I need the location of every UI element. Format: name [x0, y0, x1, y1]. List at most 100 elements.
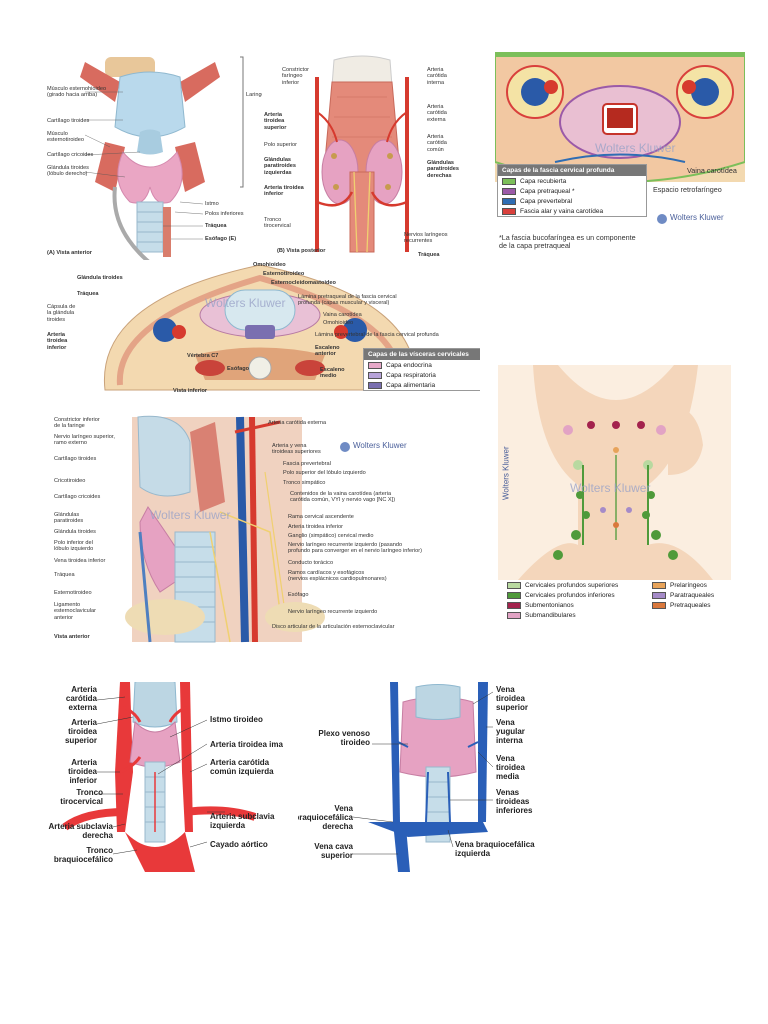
legend-item-label: Cervicales profundos superiores: [525, 581, 619, 589]
label-cricoides-cartilage: Cartílago cricoides: [47, 152, 94, 158]
label-inferior-thyroid-artery: Arteria tiroidea inferior: [264, 185, 304, 198]
legend-item-label: Capa prevertebral: [520, 197, 573, 205]
legend-lymph-node-groups: Cervicales profundos superiores Cervical…: [503, 580, 728, 620]
cervical-fascia-cross-section: [495, 52, 745, 182]
legend-title: Capas de la fascia cervical profunda: [498, 165, 646, 176]
legend-item: Fascia alar y vaina carotídea: [498, 206, 646, 216]
label-capsule: Cápsula de la glándula tiroides: [47, 304, 76, 323]
legend-swatch: [502, 177, 516, 185]
label-esternohioideo-muscle: Músculo esternohioideo (girado hacia arr…: [47, 86, 107, 99]
label-pretracheal-lamina: Lámina pretraqueal de la fascia cervical…: [298, 294, 397, 307]
right-label-14: Nervio laríngeo recurrente izquierdo: [288, 609, 378, 615]
label-thyroid-gland-right-lobe: Glándula tiroides (lóbulo derecho): [47, 165, 89, 178]
view-label-a: (A) Vista anterior: [47, 250, 92, 256]
legend-item-label: Capa alimentaria: [386, 381, 436, 389]
legend-item-label: Fascia alar y vaina carotídea: [520, 207, 604, 215]
label-superior-thyroid-vein: Vena tiroidea superior: [496, 685, 529, 712]
right-label-1: Arteria carótida externa: [268, 420, 327, 426]
legend-fascia-layers: Capas de la fascia cervical profunda Cap…: [497, 164, 647, 217]
watermark-text: Wolters Kluwer: [150, 508, 231, 522]
label-retropharyngeal-space: Espacio retrofaríngeo: [653, 185, 722, 194]
label-constrictor: Constrictor faríngeo inferior: [282, 67, 310, 86]
publisher-logo-text: Wolters Kluwer: [353, 441, 407, 450]
thyroid-posterior-illustration: [315, 55, 409, 253]
label-right-brachiocephalic-vein: Vena braquiocefálica derecha: [298, 804, 353, 831]
left-label-7: Glándula tiroides: [54, 529, 96, 535]
label-inferior-thyroid-veins: Venas tiroideas inferiores: [496, 788, 533, 815]
right-label-10: Nervio laríngeo recurrente izquierdo (pa…: [288, 542, 423, 555]
right-label-4: Polo superior del lóbulo izquierdo: [283, 470, 366, 476]
label-thyroid-isthmus: Istmo tiroideo: [210, 715, 263, 724]
label-inferior-thyroid-artery-b: Arteria tiroidea inferior: [47, 332, 68, 351]
cervical-lymph-nodes-illustration: [498, 365, 731, 580]
label-vertebra: Vértebra C7: [187, 353, 219, 359]
legend-swatch: [507, 601, 521, 609]
label-thyroid-venous-plexus: Plexo venoso tiroideo: [318, 729, 370, 747]
label-carotid-sheath-b: Vaina carotídea: [323, 312, 362, 318]
label-isthmus: Istmo: [205, 201, 219, 207]
right-label-2: Arteria y vena tiroideas superiores: [272, 443, 321, 456]
left-label-4: Cricotiroideo: [54, 478, 86, 484]
legend-item: Capa recubierta: [498, 176, 646, 186]
label-prevertebral-lamina: Lámina prevertebral de la fascia cervica…: [315, 332, 439, 338]
label-carotid-sheath: Vaina carotídea: [687, 166, 737, 175]
label-superior-thyroid-artery: Arteria tiroidea superior: [264, 112, 287, 131]
legend-swatch: [507, 581, 521, 589]
publisher-logo-text: Wolters Kluwer: [501, 446, 511, 501]
label-trachea: Tráquea: [205, 223, 227, 229]
right-label-9: Ganglio (simpático) cervical medio: [288, 533, 374, 539]
panel-deep-cervical-fascia: Wolters Kluwer Vaina carotídea Espacio r…: [495, 52, 745, 262]
left-label-5: Cartílago cricoides: [54, 494, 101, 500]
label-omohioideo: Omohioideo: [253, 262, 286, 268]
left-label-2: Nervio laríngeo superior, ramo externo: [54, 434, 115, 447]
legend-title: Capas de las vísceras cervicales: [364, 349, 480, 360]
thyroid-arteries-illustration: [62, 682, 257, 872]
legend-item: Submentonianos: [503, 600, 648, 610]
watermark-text: Wolters Kluwer: [205, 296, 286, 310]
panel-thyroid-veins: Plexo venoso tiroideo Vena braquiocefáli…: [298, 682, 548, 872]
legend-item: Submandibulares: [503, 610, 648, 620]
legend-item-label: Capa pretraqueal *: [520, 187, 575, 195]
legend-column-left: Cervicales profundos superiores Cervical…: [503, 580, 648, 620]
label-tiroides-cartilage: Cartílago tiroides: [47, 118, 90, 124]
label-thyroid-gland: Glándula tiroides: [77, 275, 123, 281]
legend-item: Capa pretraqueal *: [498, 186, 646, 196]
label-trachea-inferior: Tráquea: [77, 291, 99, 297]
panel-thyroid-arteries: Arteria carótida externa Arteria tiroide…: [45, 682, 345, 872]
panel-posterior-view: Constrictor faríngeo inferior Arteria ti…: [262, 52, 467, 264]
neck-dissection-illustration: [125, 415, 325, 643]
right-label-12: Ramos cardíacos y esofágicos (nervios es…: [288, 570, 387, 583]
legend-item: Capa alimentaria: [364, 380, 480, 390]
legend-swatch: [502, 197, 516, 205]
left-label-6: Glándulas paratiroides: [54, 512, 84, 525]
legend-viscera-layers: Capas de las vísceras cervicales Capa en…: [363, 348, 480, 391]
legend-item-label: Paratraqueales: [670, 591, 715, 599]
publisher-logo-icon: [340, 442, 350, 452]
legend-item-label: Capa recubierta: [520, 177, 567, 185]
label-anterior-scalene: Escaleno anterior: [315, 345, 340, 358]
right-label-7: Rama cervical ascendente: [288, 514, 354, 520]
left-label-1: Constrictor inferior de la faringe: [54, 417, 100, 430]
legend-swatch: [652, 581, 666, 589]
legend-item: Capa prevertebral: [498, 196, 646, 206]
legend-item: Capa respiratoria: [364, 370, 480, 380]
footnote: *La fascia bucofaríngea es un componente…: [499, 233, 636, 250]
left-label-3: Cartílago tiroides: [54, 456, 97, 462]
label-superior-pole: Polo superior: [264, 142, 297, 148]
legend-swatch: [507, 591, 521, 599]
legend-item-label: Cervicales profundos inferiores: [525, 591, 615, 599]
label-left-subclavian-artery: Arteria subclavia izquierda: [210, 812, 275, 830]
label-esternotiroideo-muscle: Músculo esternotiroideo: [47, 131, 85, 144]
label-superior-vena-cava: Vena cava superior: [314, 842, 353, 860]
label-aortic-arch: Cayado aórtico: [210, 840, 268, 849]
legend-item: Capa endocrina: [364, 360, 480, 370]
legend-swatch: [507, 611, 521, 619]
right-label-6: Contenidos de la vaina carotídea (arteri…: [290, 491, 396, 504]
label-external-carotid-artery: Arteria carótida externa: [65, 685, 97, 712]
label-esophagus: Esófago (E): [205, 236, 237, 242]
label-right-subclavian-artery: Arteria subclavia derecha: [48, 822, 113, 840]
label-brachiocephalic-trunk: Tronco braquiocefálico: [53, 846, 113, 864]
legend-item: Prelaríngeos: [648, 580, 728, 590]
label-omohioideo-b: Omohioideo: [323, 320, 354, 326]
legend-swatch: [368, 381, 382, 389]
